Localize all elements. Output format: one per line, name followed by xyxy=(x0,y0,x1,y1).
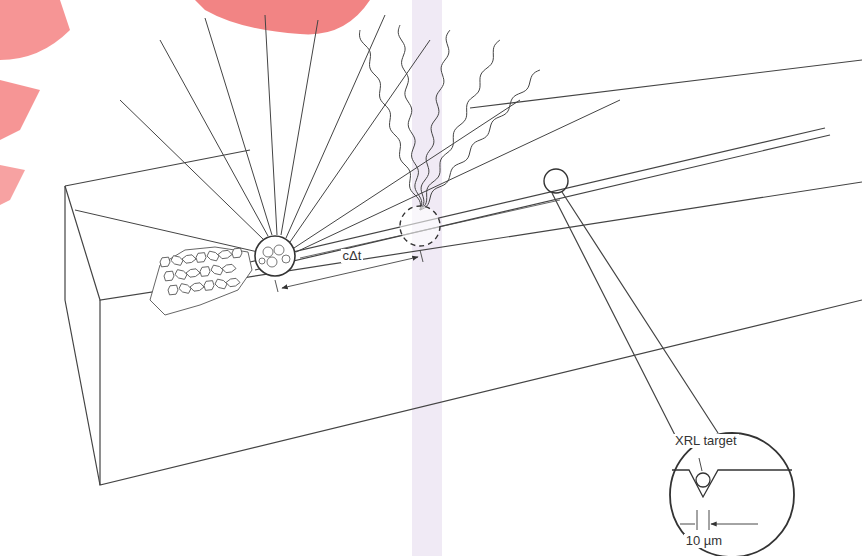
crack-cell xyxy=(218,250,232,258)
later-position-circle xyxy=(400,206,440,246)
shatter-outline xyxy=(150,247,252,315)
shattered-region xyxy=(150,247,252,315)
interaction-circle xyxy=(255,236,295,276)
zoom-leader xyxy=(552,192,718,445)
crack-cell xyxy=(232,248,242,258)
wavy-ray xyxy=(420,70,540,210)
crack-cell xyxy=(215,279,227,289)
scan-stripe xyxy=(412,0,442,556)
watermark-mark xyxy=(0,0,70,60)
crack-cell xyxy=(182,255,196,263)
dimension-line xyxy=(680,524,758,525)
crack-cell xyxy=(222,264,236,272)
crack-cell xyxy=(168,285,178,295)
target-label: XRL target xyxy=(673,434,739,448)
dimension-tick xyxy=(697,510,709,530)
watermark-mark xyxy=(0,165,25,205)
crack-cell xyxy=(207,251,219,261)
crack-cell xyxy=(211,265,223,275)
target-leader xyxy=(699,458,702,471)
crack-cell xyxy=(171,256,183,266)
inset-circle xyxy=(670,433,794,556)
watermark-mark xyxy=(195,0,370,34)
dimension-label: 10 µm xyxy=(684,534,724,548)
wavy-rays xyxy=(360,25,540,210)
wavy-ray xyxy=(398,25,422,210)
crack-cell xyxy=(190,283,204,291)
xrl-target xyxy=(696,473,710,487)
crack-cell xyxy=(186,269,200,277)
dimension-label: cΔt xyxy=(341,249,364,263)
emission-rays xyxy=(75,15,620,252)
crack-cell xyxy=(160,257,170,267)
bubble-texture xyxy=(259,245,290,267)
wavy-ray xyxy=(420,30,450,210)
crack-cell xyxy=(175,270,187,280)
wavy-ray xyxy=(420,40,500,210)
watermark-mark xyxy=(0,80,40,140)
crack-cell xyxy=(164,271,174,281)
v-groove xyxy=(672,470,792,497)
crack-cell xyxy=(226,278,240,286)
crack-cell xyxy=(196,253,206,263)
slab-outline xyxy=(65,60,862,485)
crack-cell xyxy=(204,281,214,291)
crack-cell xyxy=(179,284,191,294)
wavy-ray xyxy=(360,30,421,210)
crack-cell xyxy=(200,267,210,277)
zoom-circle xyxy=(544,169,568,193)
